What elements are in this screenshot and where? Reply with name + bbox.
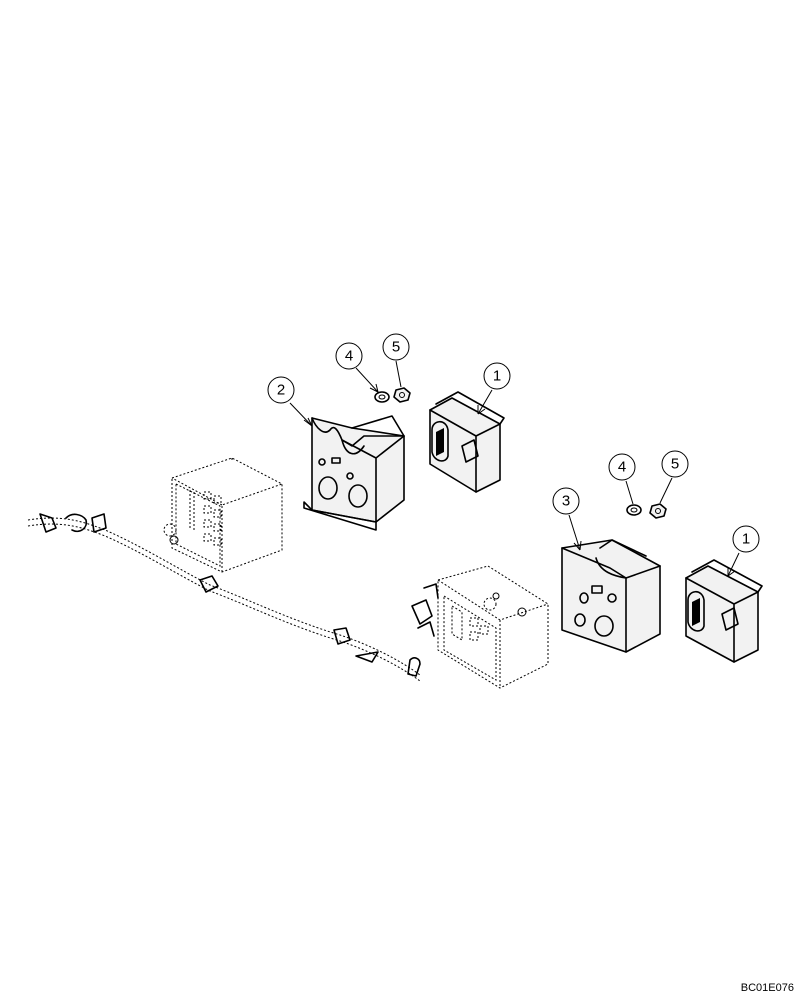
callout-4-lower: 4: [608, 453, 636, 481]
callout-5-lower: 5: [661, 450, 689, 478]
callout-leaders: [289, 360, 740, 577]
callout-4-upper: 4: [335, 342, 363, 370]
svg-text:5: 5: [392, 339, 400, 356]
svg-text:1: 1: [742, 531, 750, 548]
callout-2: 2: [267, 376, 295, 404]
mounting-bracket-lower: [561, 539, 661, 653]
nut-lower: [649, 503, 667, 519]
instrument-cluster-phantom: [411, 565, 549, 689]
washer-upper: [374, 391, 390, 403]
nut-upper: [393, 387, 411, 403]
callout-3: 3: [552, 487, 580, 515]
callout-1-lower: 1: [732, 525, 760, 553]
reference-code: BC01E076: [740, 982, 794, 994]
svg-text:1: 1: [493, 368, 501, 385]
svg-text:4: 4: [618, 459, 626, 476]
mounting-bracket-upper: [303, 415, 405, 531]
rocker-switch-upper: [429, 391, 505, 493]
callout-1-upper: 1: [483, 362, 511, 390]
rocker-switch-lower: [685, 559, 763, 663]
keypad-panel-phantom: [163, 457, 283, 573]
wiring-harness: [27, 513, 421, 682]
washer-lower: [626, 504, 642, 516]
svg-text:2: 2: [277, 382, 285, 399]
svg-text:4: 4: [345, 348, 353, 365]
callout-5-upper: 5: [382, 333, 410, 361]
svg-text:3: 3: [562, 493, 570, 510]
svg-text:5: 5: [671, 456, 679, 473]
